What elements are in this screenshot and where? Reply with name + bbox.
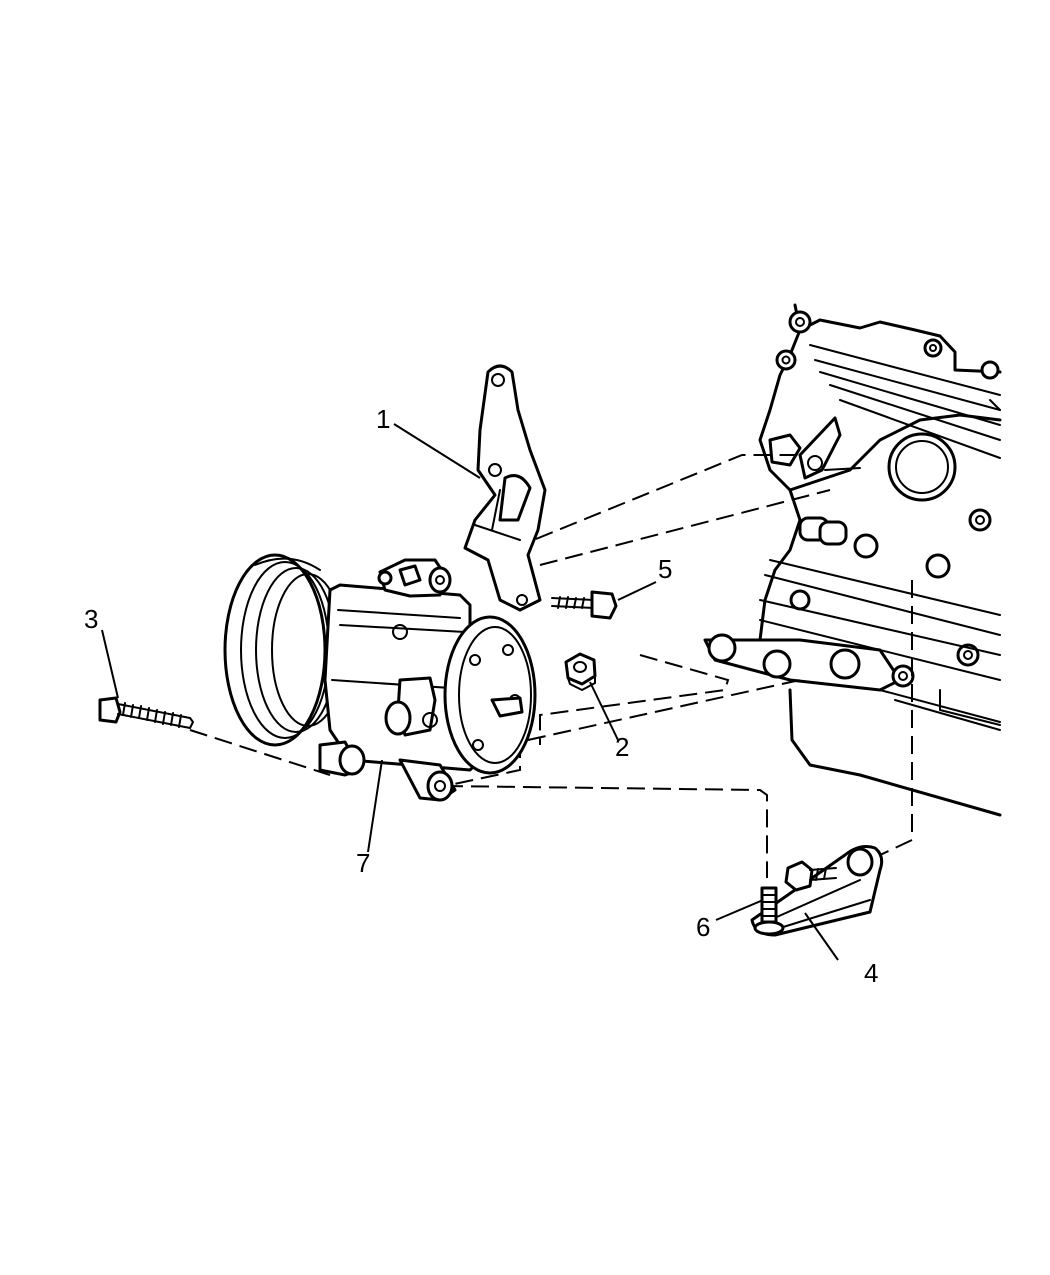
engine-block <box>703 303 1002 817</box>
callout-2: 2 <box>615 732 629 762</box>
bolt-3 <box>98 696 194 729</box>
upper-mounting-bracket <box>463 364 547 612</box>
callout-6: 6 <box>696 912 710 942</box>
ac-compressor <box>223 553 537 802</box>
callout-5: 5 <box>658 554 672 584</box>
callouts: 1 2 3 4 5 6 7 <box>84 404 878 988</box>
callout-4: 4 <box>864 958 878 988</box>
callout-1: 1 <box>376 404 390 434</box>
callout-7: 7 <box>356 848 370 878</box>
nut-2 <box>564 652 597 691</box>
leader-lines <box>101 423 839 961</box>
stud-6 <box>753 886 785 936</box>
callout-3: 3 <box>84 604 98 634</box>
bolt-5 <box>551 590 618 620</box>
bolt-lower-bracket <box>784 860 837 892</box>
